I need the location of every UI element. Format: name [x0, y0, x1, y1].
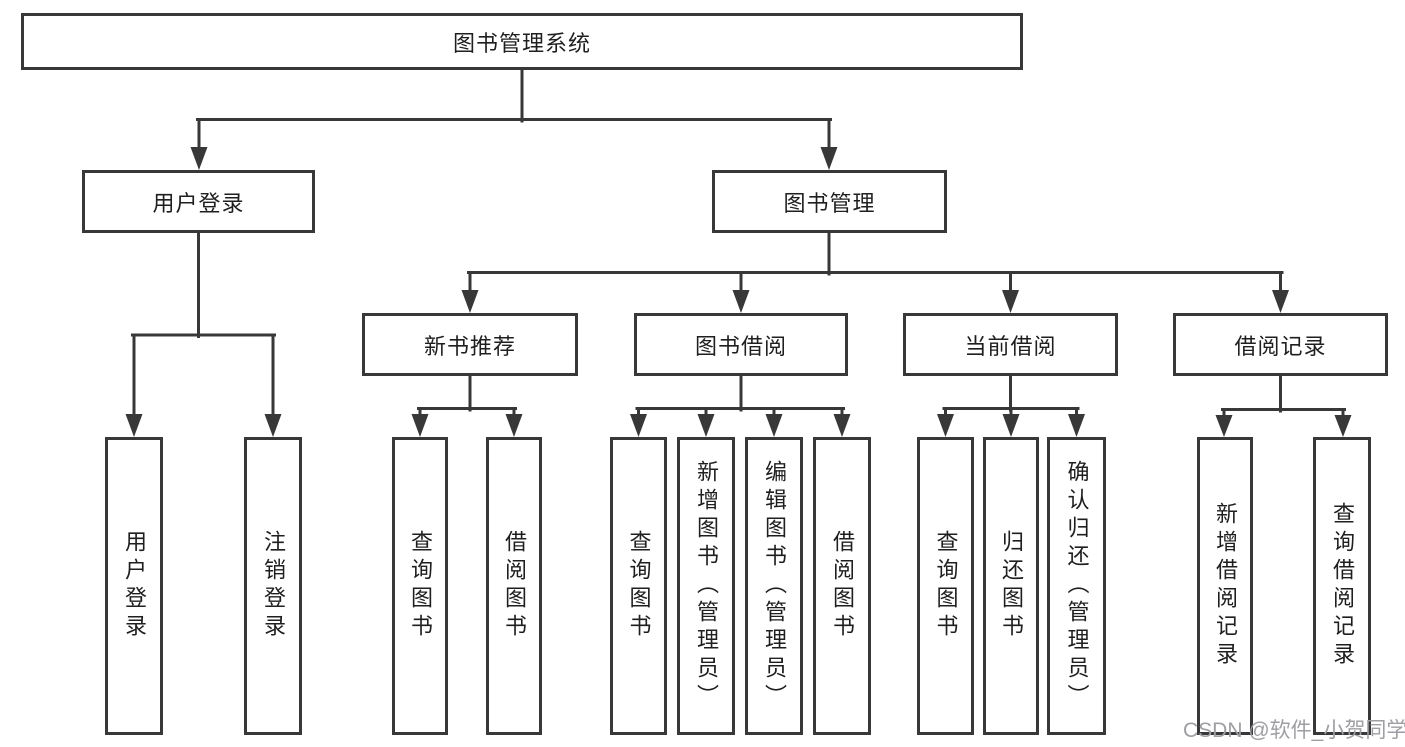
node-label: 归还图书 [999, 530, 1024, 642]
node-current-borrowing: 当前借阅 [903, 313, 1118, 376]
node-borrow-books-rec: 借阅图书 [486, 437, 542, 735]
node-borrowing-records: 借阅记录 [1173, 313, 1388, 376]
node-library-management-system: 图书管理系统 [21, 13, 1023, 70]
node-label: 新增借阅记录 [1213, 502, 1238, 670]
arrowheads-user-login [125, 414, 282, 437]
arrow-down-icon [820, 147, 838, 170]
arrowheads-book-borrowing [630, 414, 851, 437]
node-label: 借阅图书 [502, 530, 527, 642]
node-label: 查询图书 [626, 530, 652, 642]
arrowheads-book-management [461, 290, 1289, 313]
node-query-books-borrow: 查询图书 [610, 437, 667, 735]
arrow-down-icon [1068, 414, 1085, 437]
arrow-down-icon [765, 414, 783, 437]
node-label: 编辑图书（管理员） [762, 460, 787, 712]
node-book-borrowing: 图书借阅 [634, 313, 848, 376]
node-label: 图书借阅 [694, 333, 787, 359]
arrow-down-icon [505, 414, 523, 437]
arrow-down-icon [937, 414, 954, 437]
node-return-books: 归还图书 [983, 437, 1039, 735]
arrow-down-icon [411, 414, 429, 437]
arrow-down-icon [190, 147, 208, 170]
node-add-books-admin: 新增图书（管理员） [677, 437, 735, 735]
arrowheads-new-book-rec [411, 414, 523, 437]
node-label: 注销登录 [261, 530, 286, 642]
node-edit-books-admin: 编辑图书（管理员） [745, 437, 803, 735]
arrow-down-icon [1002, 414, 1020, 437]
node-label: 用户登录 [152, 190, 245, 216]
arrowheads-borrowing-records [1215, 415, 1352, 437]
arrow-down-icon [630, 414, 647, 437]
arrow-down-icon [697, 414, 715, 437]
connector-book-management-to-level3 [467, 231, 1284, 294]
node-label: 借阅记录 [1234, 333, 1327, 359]
arrow-down-icon [1272, 290, 1289, 313]
arrow-down-icon [833, 414, 851, 437]
node-label: 新增图书（管理员） [694, 460, 719, 712]
node-label: 查询图书 [408, 530, 433, 642]
node-query-borrow-record: 查询借阅记录 [1313, 437, 1371, 735]
connector-borrowing-records-to-leaves [1221, 374, 1346, 420]
arrow-down-icon [1334, 415, 1352, 437]
connector-user-login-to-leaves [131, 231, 276, 419]
arrow-down-icon [264, 414, 282, 437]
node-label: 新书推荐 [423, 333, 516, 359]
node-label: 查询借阅记录 [1330, 502, 1355, 670]
arrow-down-icon [461, 290, 479, 313]
node-label: 确认归还（管理员） [1064, 460, 1090, 712]
node-add-borrow-record: 新增借阅记录 [1197, 437, 1253, 735]
node-label: 当前借阅 [964, 333, 1057, 359]
arrow-down-icon [1215, 415, 1233, 437]
node-label: 图书管理系统 [452, 30, 591, 56]
node-user-login: 用户登录 [82, 170, 315, 233]
node-logout-login: 注销登录 [244, 437, 302, 735]
node-book-management: 图书管理 [712, 170, 947, 233]
arrow-down-icon [1002, 290, 1019, 313]
node-label: 查询图书 [933, 530, 959, 642]
connector-current-borrowing-to-leaves [942, 374, 1080, 419]
node-borrow-books: 借阅图书 [813, 437, 871, 735]
arrow-down-icon [125, 414, 143, 437]
connector-new-book-rec-to-leaves [417, 374, 517, 419]
node-new-book-recommendation: 新书推荐 [362, 313, 578, 376]
csdn-watermark: CSDN @软件_小贺同学 [1183, 719, 1405, 742]
node-label: 图书管理 [783, 190, 876, 216]
node-user-login-leaf: 用户登录 [105, 437, 163, 735]
connector-root-to-level2 [196, 68, 832, 152]
connector-book-borrowing-to-leaves [635, 374, 845, 419]
node-label: 用户登录 [122, 530, 147, 642]
node-query-books-rec: 查询图书 [392, 437, 448, 735]
arrowheads-current-borrowing [937, 414, 1085, 437]
arrowheads-root-to-level2 [190, 147, 838, 170]
arrow-down-icon [732, 290, 750, 313]
node-confirm-return-admin: 确认归还（管理员） [1047, 437, 1106, 735]
node-query-books-current: 查询图书 [917, 437, 974, 735]
node-label: 借阅图书 [830, 530, 855, 642]
